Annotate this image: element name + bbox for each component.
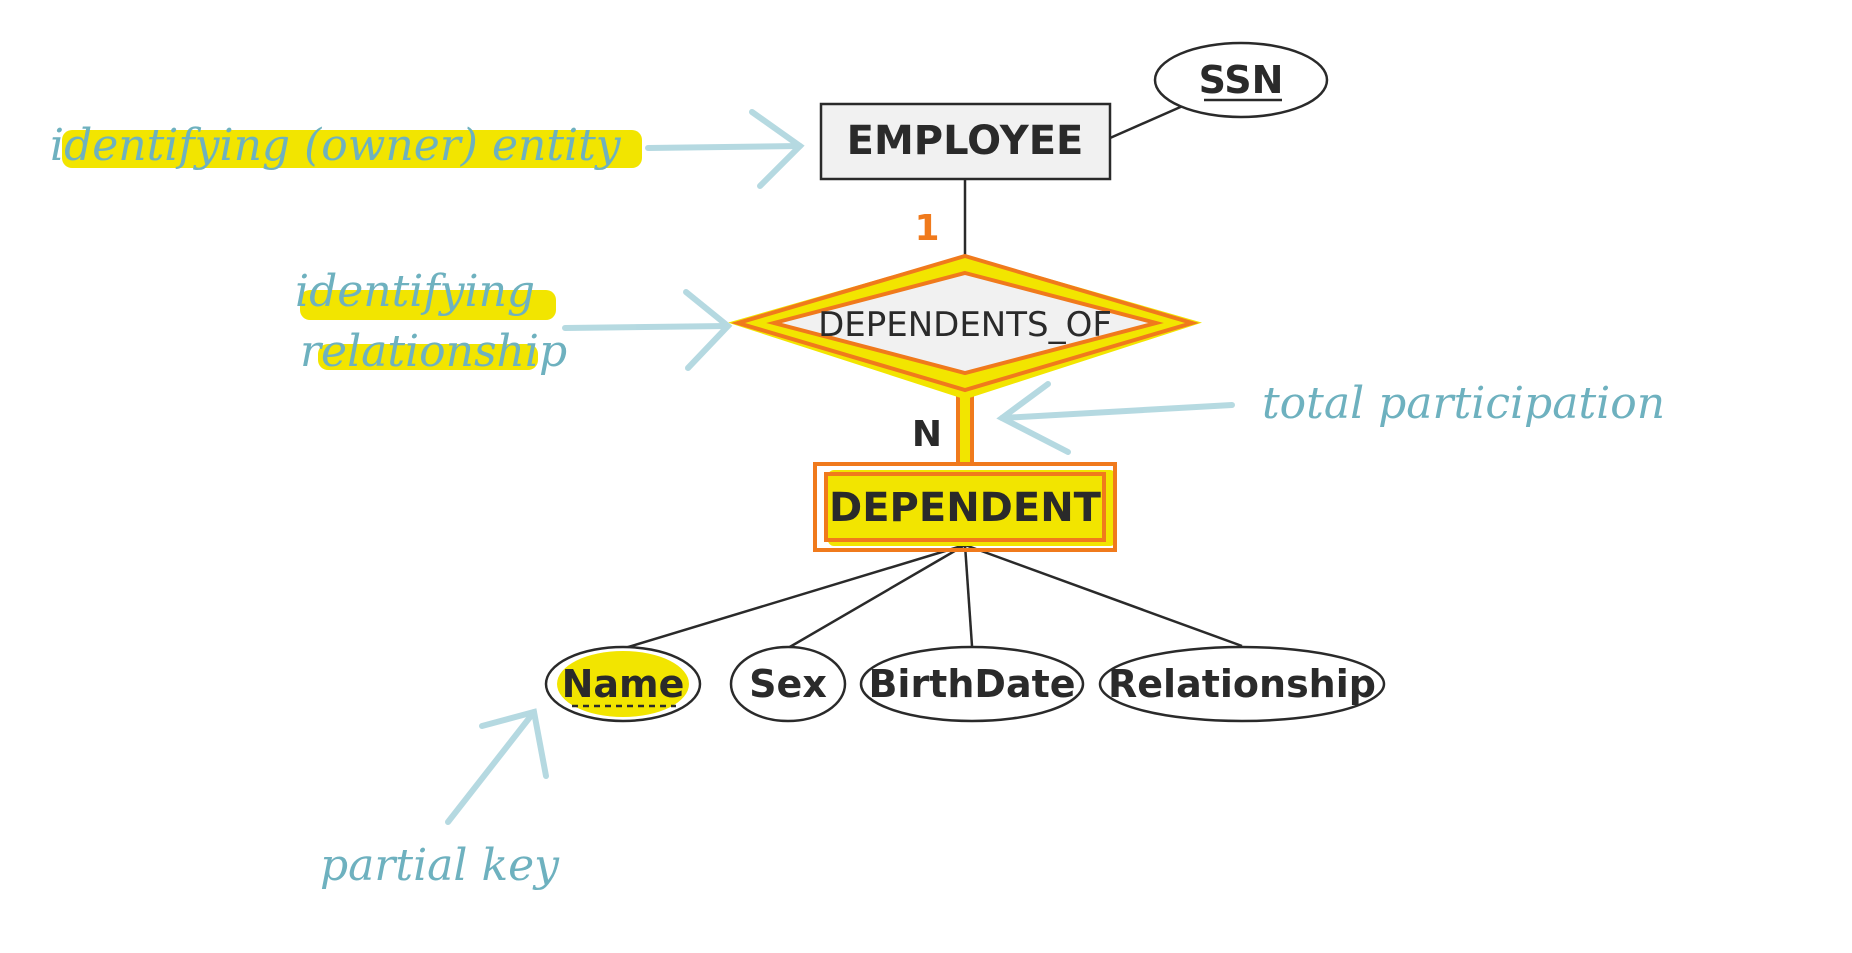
- cardinality-weak: N: [912, 414, 942, 455]
- dependent-relationship-line: [964, 543, 1243, 648]
- dependent-name-line: [624, 543, 966, 650]
- employee-label: EMPLOYEE: [847, 118, 1084, 164]
- name-label: Name: [562, 662, 685, 706]
- dependent-weak-entity: DEPENDENT: [813, 462, 1117, 552]
- relationship-attr-label: Relationship: [1108, 662, 1376, 706]
- partial-key-annotation: partial key: [320, 708, 560, 891]
- identifying-highlight-2: [318, 344, 538, 370]
- relationship-inner-diamond: [766, 270, 1164, 376]
- partial-key-arrow-icon: [445, 708, 549, 825]
- ssn-label: SSN: [1199, 58, 1284, 102]
- dependent-highlight: [828, 470, 1116, 546]
- owner-entity-annotation: identifying (owner) entity: [50, 109, 805, 189]
- name-highlight: [557, 651, 689, 717]
- name-partial-key-attribute: Name: [544, 645, 702, 723]
- dependent-sex-line: [787, 543, 966, 650]
- owner-annotation-text: identifying (owner) entity: [50, 120, 622, 171]
- ssn-attribute: SSN: [1153, 41, 1329, 119]
- birthdate-attribute: BirthDate: [859, 645, 1085, 723]
- dependents-of-relationship: DEPENDENTS_OF: [728, 253, 1202, 400]
- employee-entity: EMPLOYEE: [819, 102, 1112, 181]
- sex-label: Sex: [749, 662, 827, 706]
- dependent-birthdate-line: [963, 544, 974, 647]
- cardinality-owner: 1: [914, 208, 939, 249]
- dependent-inner-box: [824, 472, 1106, 542]
- owner-annotation-arrow-icon: [645, 109, 805, 189]
- identifying-highlight-1: [300, 290, 556, 320]
- total-participation-annotation: total participation: [996, 378, 1665, 455]
- identifying-annotation-line2: relationship: [300, 326, 567, 377]
- relationship-outer-diamond: [730, 253, 1200, 393]
- owner-annotation-highlight: [62, 130, 642, 168]
- identifying-annotation-arrow-icon: [562, 289, 733, 371]
- identifying-annotation-line1: identifying: [295, 266, 535, 317]
- total-participation-text: total participation: [1262, 378, 1665, 429]
- sex-attribute: Sex: [729, 645, 847, 723]
- partial-key-text: partial key: [320, 840, 560, 891]
- birthdate-label: BirthDate: [868, 662, 1075, 706]
- dependent-label: DEPENDENT: [829, 485, 1102, 531]
- relationship-label: DEPENDENTS_OF: [818, 305, 1112, 345]
- dependent-outer-box: [813, 462, 1117, 552]
- total-participation-arrow-icon: [996, 381, 1235, 455]
- employee-ssn-line: [1109, 103, 1186, 140]
- identifying-relationship-annotation: identifying relationship: [295, 266, 733, 377]
- relationship-attribute: Relationship: [1098, 645, 1386, 723]
